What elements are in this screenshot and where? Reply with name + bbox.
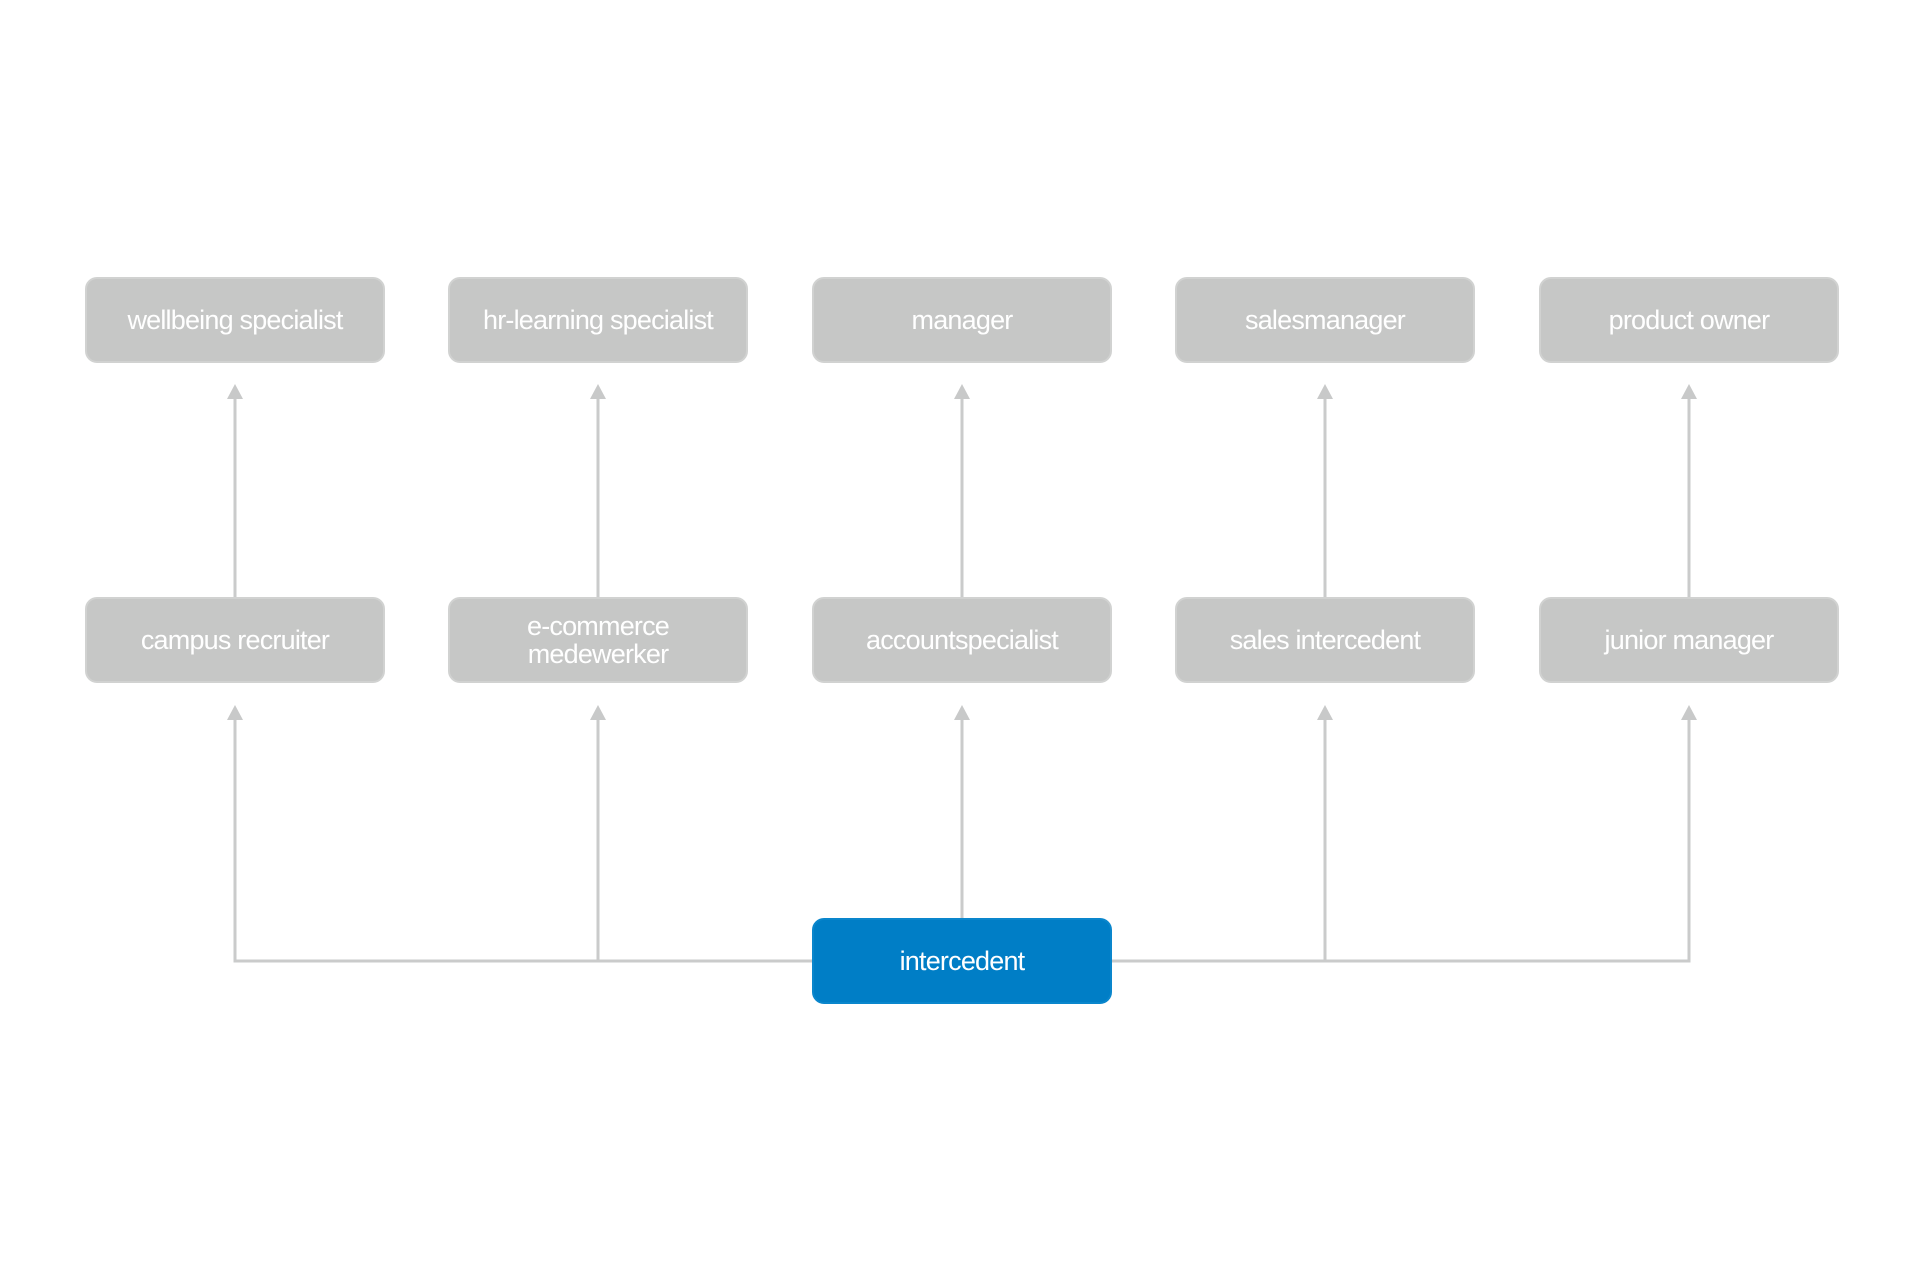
node-label: product owner bbox=[1608, 305, 1771, 335]
node-accountspecialist: accountspecialist bbox=[812, 597, 1112, 683]
arrowhead-ecommerce bbox=[590, 705, 606, 720]
node-label: campus recruiter bbox=[140, 625, 330, 655]
node-junior-manager: junior manager bbox=[1539, 597, 1839, 683]
node-label: accountspecialist bbox=[865, 625, 1059, 655]
node-campus-recruiter: campus recruiter bbox=[85, 597, 385, 683]
node-salesmanager: salesmanager bbox=[1175, 277, 1475, 363]
node-label: junior manager bbox=[1604, 625, 1775, 655]
arrowhead-salesintercedent bbox=[1317, 705, 1333, 720]
node-label: sales intercedent bbox=[1229, 625, 1421, 655]
node-manager: manager bbox=[812, 277, 1112, 363]
arrowhead-hrlearning bbox=[590, 384, 606, 399]
arrowhead-accountspecialist bbox=[954, 705, 970, 720]
node-label: intercedent bbox=[899, 946, 1026, 976]
node-label: e-commerce medewerker bbox=[526, 611, 670, 669]
node-label: hr-learning specialist bbox=[482, 305, 714, 335]
connector-root-juniormanager bbox=[1111, 718, 1691, 963]
arrowhead-productowner bbox=[1681, 384, 1697, 399]
node-sales-intercedent: sales intercedent bbox=[1175, 597, 1475, 683]
node-hr-learning-specialist: hr-learning specialist bbox=[448, 277, 748, 363]
node-wellbeing-specialist: wellbeing specialist bbox=[85, 277, 385, 363]
node-label: salesmanager bbox=[1245, 305, 1406, 335]
node-e-commerce-medewerker: e-commerce medewerker bbox=[448, 597, 748, 683]
node-label: manager bbox=[911, 305, 1014, 335]
arrowhead-wellbeing bbox=[227, 384, 243, 399]
node-intercedent: intercedent bbox=[812, 918, 1112, 1004]
connector-root-campus bbox=[233, 718, 813, 963]
arrowhead-salesmanager bbox=[1317, 384, 1333, 399]
node-label: wellbeing specialist bbox=[127, 305, 343, 335]
arrowhead-campus bbox=[227, 705, 243, 720]
node-product-owner: product owner bbox=[1539, 277, 1839, 363]
arrowhead-juniormanager bbox=[1681, 705, 1697, 720]
arrowhead-manager bbox=[954, 384, 970, 399]
